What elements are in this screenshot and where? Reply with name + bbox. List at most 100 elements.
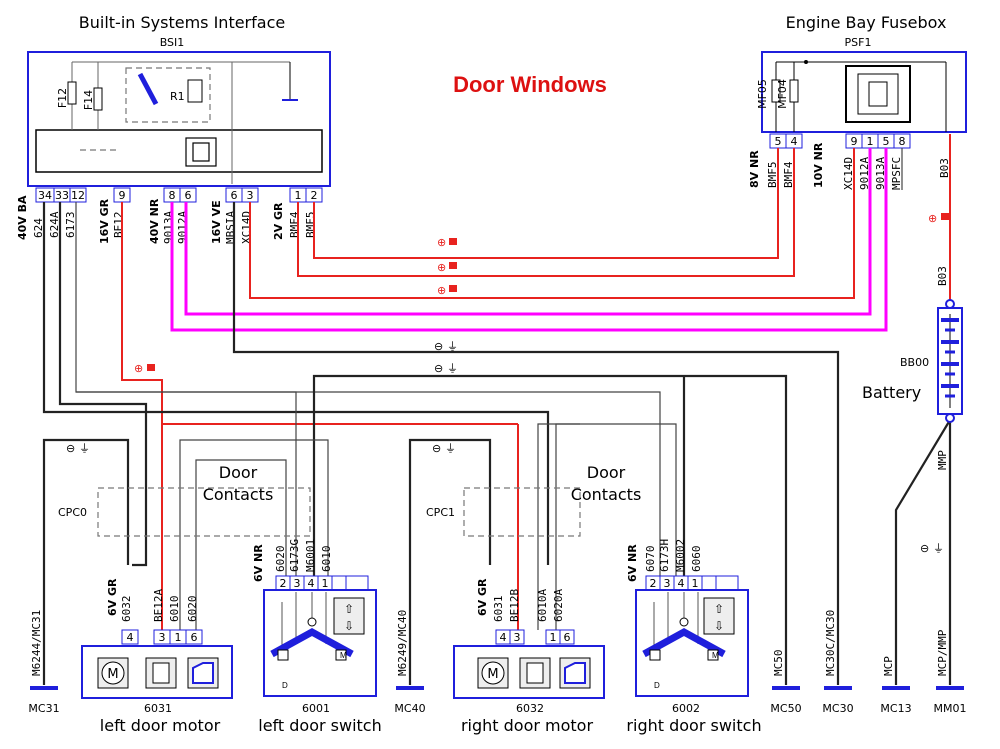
svg-text:1: 1 — [322, 577, 329, 590]
svg-text:MC50: MC50 — [770, 702, 801, 715]
svg-text:6: 6 — [231, 189, 238, 202]
svg-text:4: 4 — [791, 135, 798, 148]
svg-text:3: 3 — [514, 631, 521, 644]
svg-text:⏚: ⏚ — [445, 442, 456, 455]
left-switch-pins: 2 3 4 1 — [275, 575, 369, 591]
svg-text:3: 3 — [159, 631, 166, 644]
svg-text:1: 1 — [175, 631, 182, 644]
svg-text:6: 6 — [564, 631, 571, 644]
wire-label: BE12B — [508, 589, 521, 622]
svg-text:1: 1 — [550, 631, 557, 644]
svg-text:MC40: MC40 — [394, 702, 425, 715]
wire-label: 6060 — [690, 546, 703, 573]
wire-label: BMF4 — [782, 161, 795, 188]
svg-text:⏚: ⏚ — [447, 340, 458, 353]
svg-text:12: 12 — [71, 189, 85, 202]
wire-label: 6020 — [186, 596, 199, 623]
bsi-conn-40v-ba: 40V BA — [16, 195, 29, 240]
svg-text:MCP/MMP: MCP/MMP — [936, 629, 949, 676]
wire-label: 6173H — [658, 539, 671, 572]
svg-text:8: 8 — [899, 135, 906, 148]
battery-code: BB00 — [900, 356, 929, 369]
bsi-internals — [35, 61, 323, 184]
svg-text:D: D — [282, 681, 288, 690]
svg-text:33: 33 — [55, 189, 69, 202]
svg-text:⇩: ⇩ — [714, 619, 724, 633]
svg-text:M: M — [107, 667, 118, 682]
left-switch-conn: 6V NR — [252, 544, 265, 582]
svg-text:M: M — [712, 651, 719, 660]
wire-label: MPSFC — [890, 157, 903, 190]
switch-rocker-icon: ⇧ ⇩ DM — [270, 592, 365, 690]
svg-text:2: 2 — [280, 577, 287, 590]
bsi-conn-2v-gr: 2V GR — [272, 202, 285, 240]
window-icon — [187, 657, 219, 689]
wire-label: XC14D — [240, 211, 253, 244]
svg-text:⊕: ⊕ — [928, 213, 937, 225]
svg-text:MC30: MC30 — [822, 702, 853, 715]
svg-text:⊕: ⊕ — [134, 363, 143, 375]
wire-label: 6070 — [644, 546, 657, 573]
wire-label: BE12A — [152, 589, 165, 622]
svg-text:⊖: ⊖ — [432, 443, 441, 455]
wire-label: B03 — [938, 158, 951, 178]
wire-label: 6010 — [320, 546, 333, 573]
svg-text:1: 1 — [692, 577, 699, 590]
wire-label: 9012A — [858, 157, 871, 190]
wire-label: M6001 — [304, 539, 317, 572]
wire-label: 6032 — [120, 596, 133, 623]
right-switch-conn: 6V NR — [626, 544, 639, 582]
psf-conn-10v-nr: 10V NR — [812, 142, 825, 188]
svg-text:4: 4 — [678, 577, 685, 590]
svg-text:9: 9 — [119, 189, 126, 202]
svg-text:⊕: ⊕ — [437, 237, 446, 249]
door-contacts-right — [463, 487, 581, 537]
ground-mc13: MCP MC13 — [880, 656, 911, 715]
wire-label: 6020A — [552, 589, 565, 622]
door-contacts-right-label-1: Door — [587, 463, 626, 482]
wire-label: BMF5 — [766, 162, 779, 189]
bsi-fuse-f14: F14 — [82, 90, 95, 110]
wire-label: 6020 — [274, 546, 287, 573]
svg-text:⊕: ⊕ — [437, 262, 446, 274]
bsi-relay: R1 — [170, 90, 185, 103]
right-motor-code: 6032 — [516, 702, 544, 715]
svg-text:MC50: MC50 — [772, 650, 785, 677]
cpc-right: CPC1 — [426, 506, 455, 519]
right-switch-code: 6002 — [672, 702, 700, 715]
ground-mc31: M6244/MC31 MC31 — [28, 610, 59, 715]
door-contacts-left-label-1: Door — [219, 463, 258, 482]
svg-text:⊖: ⊖ — [434, 341, 443, 353]
wire-label: M6002 — [674, 539, 687, 572]
psf-pins: 5 4 9 1 5 8 — [769, 133, 911, 149]
svg-text:MC13: MC13 — [880, 702, 911, 715]
svg-text:2: 2 — [311, 189, 318, 202]
right-motor-conn: 6V GR — [476, 578, 489, 616]
svg-text:6: 6 — [191, 631, 198, 644]
wire-label: 6010 — [168, 596, 181, 623]
svg-text:⊖: ⊖ — [434, 363, 443, 375]
psf-conn-8v-nr: 8V NR — [748, 150, 761, 188]
wire-label: BMF5 — [304, 212, 317, 239]
svg-text:3: 3 — [294, 577, 301, 590]
psf-caption: Engine Bay Fusebox — [786, 13, 947, 32]
wire-label: 624 — [32, 218, 45, 238]
bsi-conn-40v-nr: 40V NR — [148, 198, 161, 244]
svg-text:6: 6 — [185, 189, 192, 202]
svg-text:1: 1 — [295, 189, 302, 202]
svg-text:1: 1 — [867, 135, 874, 148]
bsi-fuse-f12: F12 — [56, 88, 69, 108]
svg-text:⏚: ⏚ — [933, 542, 944, 555]
left-switch-label: left door switch — [258, 716, 381, 735]
right-motor-pins: 4 3 1 6 — [495, 629, 575, 645]
ground-mc40: M6249/MC40 MC40 — [394, 610, 425, 715]
right-switch-pins: 2 3 4 1 — [645, 575, 739, 591]
door-contacts-left-label-2: Contacts — [203, 485, 274, 504]
psf-fuse-mf05: MF05 — [756, 79, 769, 109]
bsi-conn-16v-gr: 16V GR — [98, 198, 111, 244]
wire-label: BE12 — [112, 212, 125, 239]
svg-text:M: M — [487, 667, 498, 682]
wire-label: B03 — [936, 266, 949, 286]
svg-text:34: 34 — [38, 189, 52, 202]
